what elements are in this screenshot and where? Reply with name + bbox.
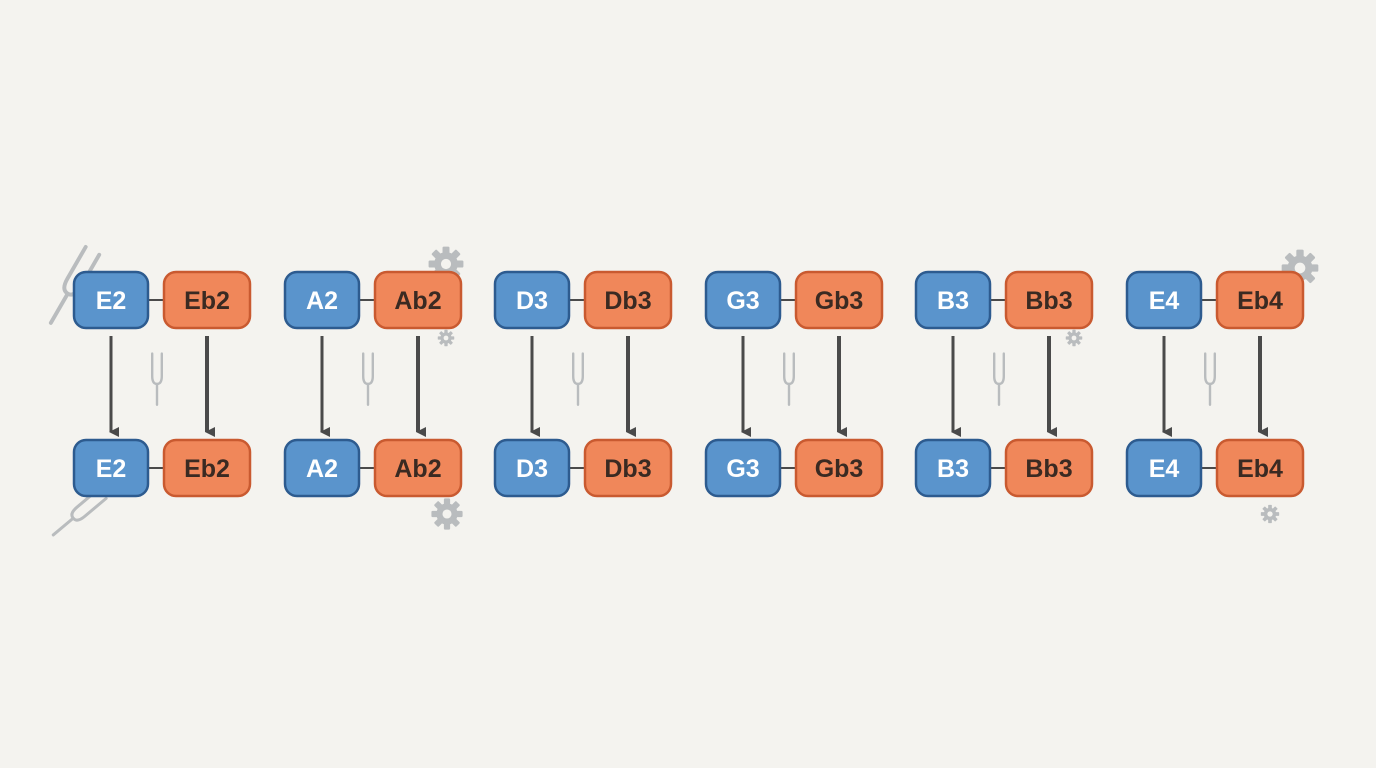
top-standard-note: A2 [283,270,361,330]
bottom-flat-note: Eb4 [1215,438,1305,498]
top-flat-box [794,270,884,330]
bottom-flat-label: Db3 [604,455,651,483]
bottom-flat-box [583,438,673,498]
top-flat-note: Gb3 [794,270,884,330]
bottom-standard-box [704,438,782,498]
tuning-fork-icon [361,352,375,407]
bottom-flat-note: Eb2 [162,438,252,498]
top-standard-label: B3 [937,287,969,315]
bottom-flat-box [794,438,884,498]
bottom-standard-box [914,438,992,498]
bottom-flat-label: Eb4 [1237,455,1283,483]
bottom-standard-note: D3 [493,438,571,498]
top-standard-box [72,270,150,330]
top-standard-box [914,270,992,330]
bottom-flat-note: Gb3 [794,438,884,498]
bottom-standard-box [283,438,361,498]
bottom-flat-note: Db3 [583,438,673,498]
top-standard-label: D3 [516,287,548,315]
top-flat-box [1004,270,1094,330]
bottom-flat-note: Ab2 [373,438,463,498]
top-standard-note: B3 [914,270,992,330]
top-flat-label: Bb3 [1025,287,1072,315]
bottom-flat-box [1004,438,1094,498]
arrow-layer [109,336,1268,437]
top-flat-note: Eb4 [1215,270,1305,330]
top-flat-label: Eb4 [1237,287,1283,315]
top-standard-label: E4 [1149,287,1180,315]
bottom-standard-box [493,438,571,498]
top-flat-label: Ab2 [394,287,441,315]
tuning-fork-icon [150,352,164,407]
top-standard-box [1125,270,1203,330]
bottom-flat-box [162,438,252,498]
top-flat-box [1215,270,1305,330]
top-standard-label: E2 [96,287,127,315]
tuning-fork-icon [782,352,796,407]
top-flat-box [162,270,252,330]
bottom-standard-label: E4 [1149,455,1180,483]
bottom-flat-box [1215,438,1305,498]
top-flat-note: Ab2 [373,270,463,330]
top-flat-box [373,270,463,330]
bottom-standard-note: E2 [72,438,150,498]
top-flat-note: Eb2 [162,270,252,330]
bottom-standard-label: B3 [937,455,969,483]
top-standard-note: E4 [1125,270,1203,330]
tuning-fork-icon [571,352,585,407]
top-flat-label: Gb3 [815,287,864,315]
gear-icon [1065,329,1083,347]
bottom-standard-label: E2 [96,455,127,483]
top-standard-note: G3 [704,270,782,330]
top-standard-note: E2 [72,270,150,330]
bottom-standard-note: B3 [914,438,992,498]
bottom-standard-label: G3 [726,455,759,483]
bottom-flat-label: Gb3 [815,455,864,483]
bottom-standard-box [72,438,150,498]
bottom-standard-note: G3 [704,438,782,498]
bottom-standard-note: A2 [283,438,361,498]
top-standard-box [493,270,571,330]
top-standard-box [704,270,782,330]
top-standard-box [283,270,361,330]
bottom-standard-box [1125,438,1203,498]
bottom-flat-label: Ab2 [394,455,441,483]
top-flat-note: Db3 [583,270,673,330]
gear-icon [1260,504,1280,524]
tuning-fork-icon [992,352,1006,407]
top-flat-label: Db3 [604,287,651,315]
gear-icon [431,498,463,530]
bottom-flat-label: Eb2 [184,455,230,483]
top-flat-label: Eb2 [184,287,230,315]
top-standard-note: D3 [493,270,571,330]
bottom-flat-label: Bb3 [1025,455,1072,483]
top-standard-label: G3 [726,287,759,315]
bottom-standard-label: D3 [516,455,548,483]
top-standard-label: A2 [306,287,338,315]
bottom-standard-note: E4 [1125,438,1203,498]
bottom-standard-label: A2 [306,455,338,483]
gear-icon [437,329,455,347]
top-flat-box [583,270,673,330]
bottom-flat-note: Bb3 [1004,438,1094,498]
top-flat-note: Bb3 [1004,270,1094,330]
bottom-flat-box [373,438,463,498]
tuning-fork-icon [1203,352,1217,407]
